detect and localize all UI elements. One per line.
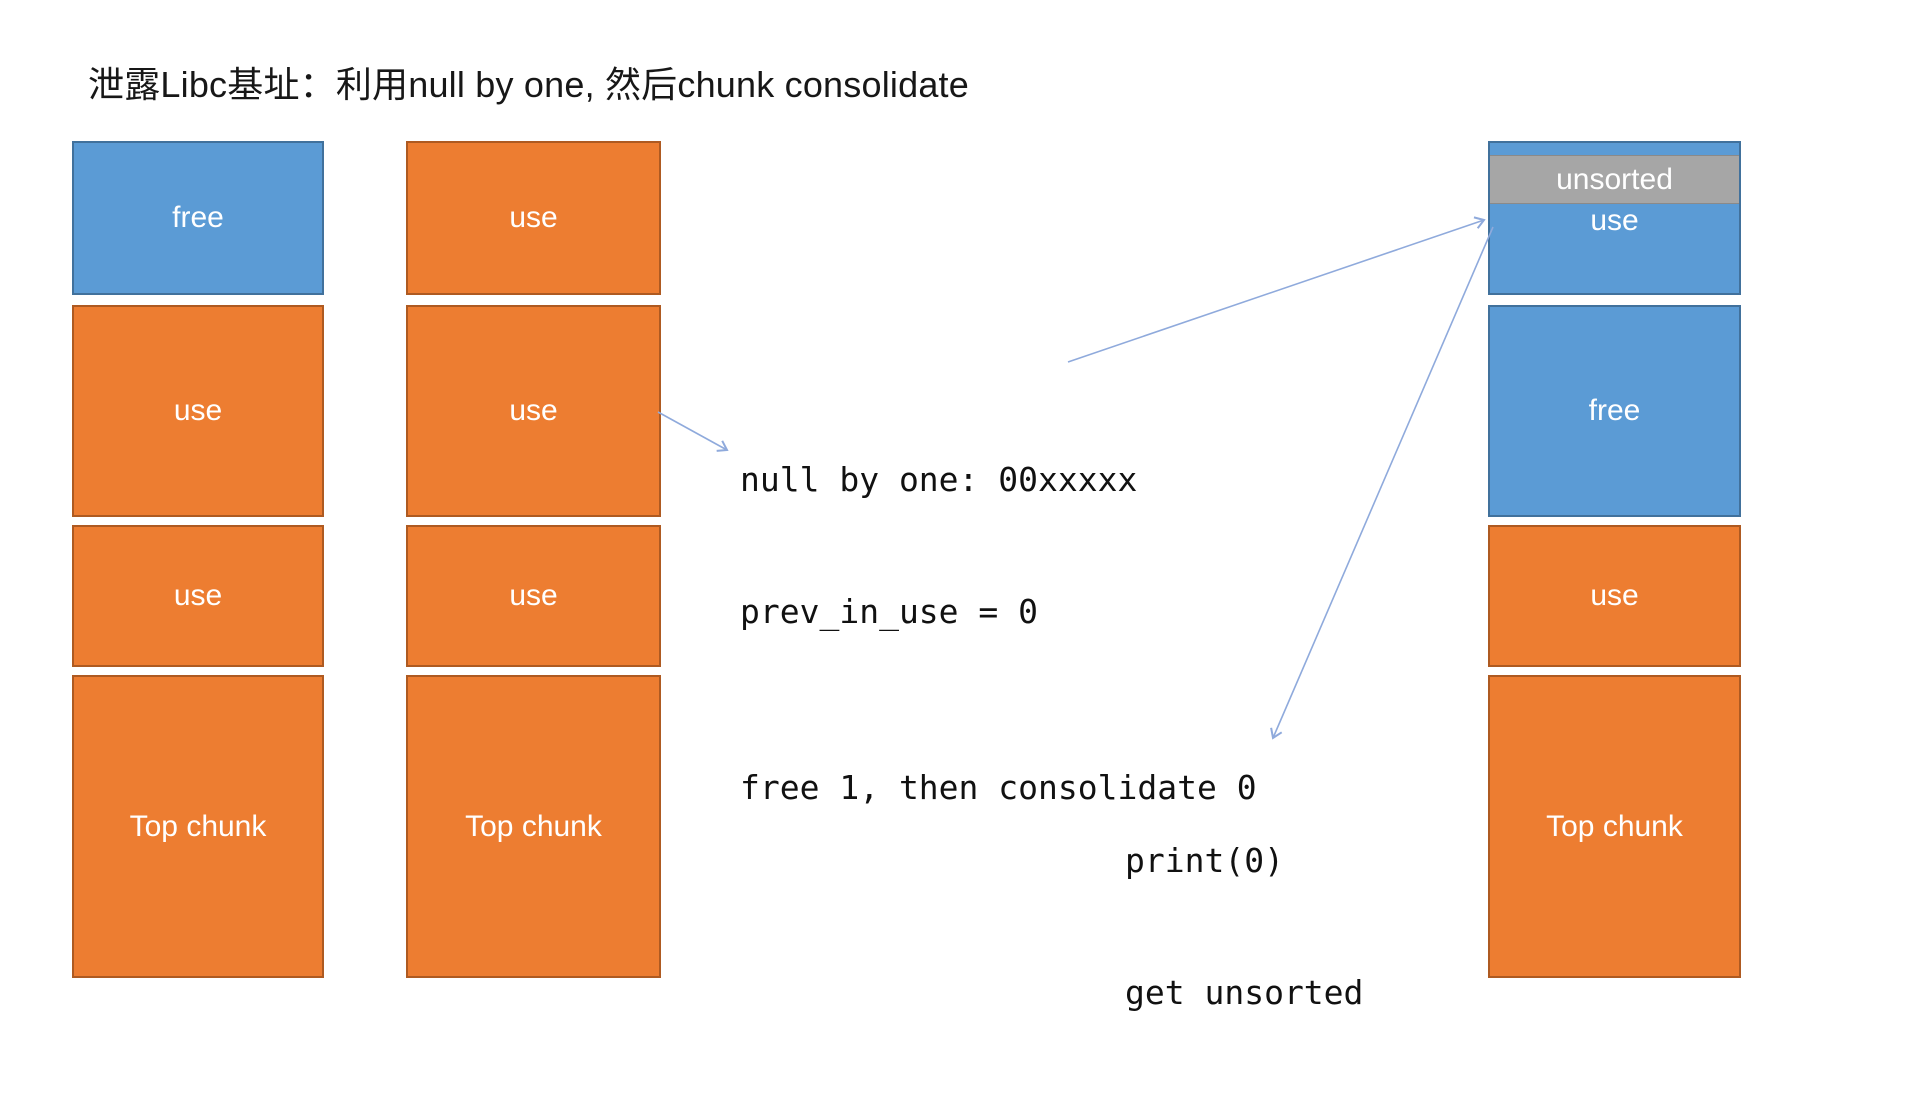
chunk-use: use: [406, 141, 661, 295]
heap-column-initial: free use use Top chunk: [72, 0, 324, 1080]
unsorted-band: unsorted: [1490, 155, 1739, 204]
chunk-use: use: [406, 305, 661, 517]
heap-column-after-consolidate: unsorted use free use Top chunk: [1488, 0, 1741, 1080]
chunk-label: use: [509, 579, 558, 612]
chunk-top: Top chunk: [1488, 675, 1741, 978]
code-line: null by one: 00xxxxx: [740, 460, 1138, 499]
unsorted-band-label: unsorted: [1556, 162, 1673, 196]
chunk-label: free: [172, 201, 224, 234]
chunk-label: use: [173, 394, 223, 427]
chunk-label: Top chunk: [465, 809, 602, 843]
chunk-free: free: [1488, 305, 1741, 517]
code-note-print-unsorted: print(0) get unsorted: [1125, 751, 1363, 1103]
code-line: prev_in_use = 0: [740, 592, 1039, 631]
chunk-use: use: [72, 525, 324, 667]
chunk-label: use: [509, 394, 558, 427]
chunk-top: Top chunk: [72, 675, 324, 978]
chunk-top: Top chunk: [406, 675, 661, 978]
chunk-label: Top chunk: [1546, 809, 1683, 843]
chunk-use: use: [1488, 525, 1741, 667]
arrow-use-chunk-to-note: [657, 411, 729, 452]
chunk-use: use: [406, 525, 661, 667]
arrow-note-to-unsorted-chunk: [1067, 216, 1486, 363]
chunk-label: Top chunk: [129, 809, 267, 843]
code-line: free 1, then consolidate 0: [740, 768, 1257, 807]
chunk-label: free: [1588, 394, 1641, 427]
page-title: 泄露Libc基址：利用null by one, 然后chunk consolid…: [88, 64, 969, 105]
code-line: get unsorted: [1125, 973, 1364, 1012]
chunk-use-with-unsorted: unsorted use: [1488, 141, 1741, 295]
chunk-label: use: [1590, 579, 1639, 612]
heap-column-after-alloc: use use use Top chunk: [406, 0, 661, 1080]
code-note-null-by-one: null by one: 00xxxxx prev_in_use = 0 fre…: [740, 370, 1257, 898]
chunk-free: free: [72, 141, 324, 295]
chunk-label: use: [173, 579, 223, 612]
arrow-unsorted-chunk-to-print-note: [1270, 226, 1494, 740]
code-line: print(0): [1125, 841, 1284, 880]
chunk-label: use: [509, 201, 558, 234]
chunk-use: use: [72, 305, 324, 517]
slide-canvas: 泄露Libc基址：利用null by one, 然后chunk consolid…: [72, 0, 1741, 1080]
chunk-label: use: [1590, 204, 1639, 237]
